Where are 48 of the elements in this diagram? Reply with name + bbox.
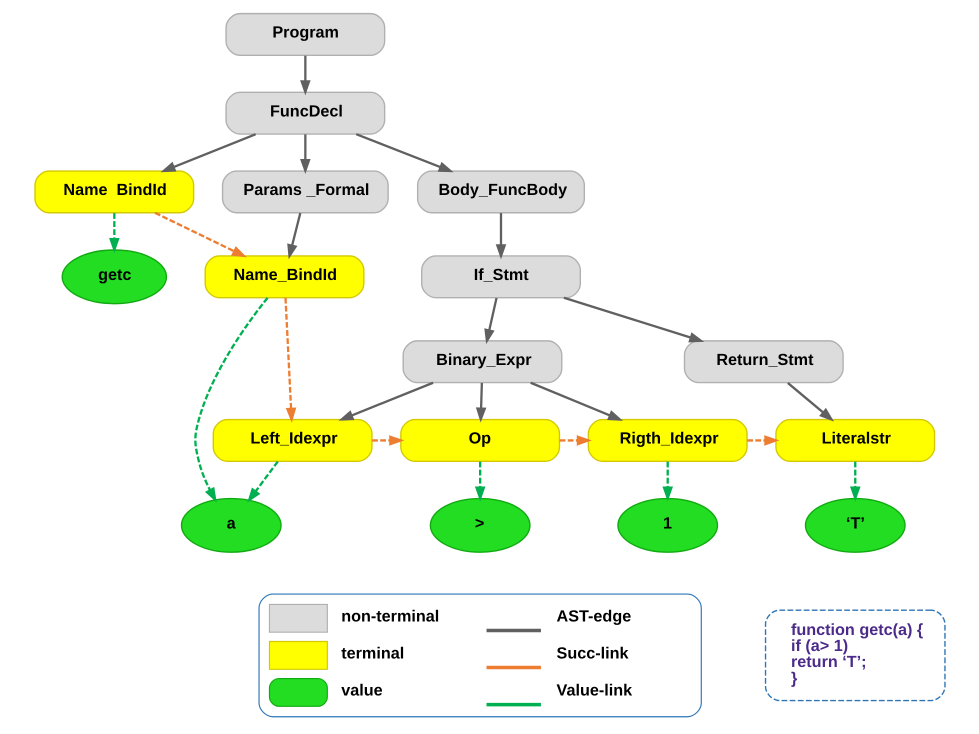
node-box: If_Stmt xyxy=(420,254,580,298)
arrow xyxy=(786,382,834,422)
node-box: Op xyxy=(400,418,560,462)
arrow xyxy=(154,211,246,257)
arrow xyxy=(475,382,486,422)
arrow xyxy=(530,381,622,420)
arrow xyxy=(662,461,672,502)
legend-label: AST-edge xyxy=(556,606,631,625)
node-ellipse: > xyxy=(429,497,530,552)
node-box: Left_Idexpr xyxy=(212,418,372,462)
legend-label: non-terminal xyxy=(340,606,439,625)
node-ellipse: getc xyxy=(61,248,167,304)
legend-label: Succ-link xyxy=(556,644,628,662)
legend-label: value xyxy=(340,681,382,700)
node-ellipse: ‘T’ xyxy=(804,497,906,552)
arrow xyxy=(194,296,268,502)
arrow xyxy=(746,434,779,446)
arrow xyxy=(286,212,301,259)
arrow xyxy=(284,297,296,422)
node-box: function getc(a) { if (a> 1) return ‘T’; } xyxy=(764,609,946,701)
node-box: Binary_Expr xyxy=(402,340,562,383)
arrow xyxy=(849,461,860,502)
arrow xyxy=(246,460,278,502)
legend-label: terminal xyxy=(340,644,404,662)
arrow xyxy=(484,297,498,344)
node-box: Rigth_Idexpr xyxy=(587,418,748,462)
node-box: Program xyxy=(224,12,385,56)
node-ellipse: 1 xyxy=(616,497,718,552)
arrow xyxy=(372,434,404,446)
legend-label: Value-link xyxy=(556,681,632,700)
node-ellipse: a xyxy=(180,497,282,552)
arrow xyxy=(160,132,256,172)
arrow xyxy=(300,134,310,174)
arrow xyxy=(338,381,434,420)
node-box: Return_Stmt xyxy=(683,340,844,383)
node-box: Name BindId xyxy=(34,170,194,213)
arrow xyxy=(559,434,592,446)
arrow xyxy=(495,212,506,259)
arrow xyxy=(300,55,310,95)
arrow xyxy=(355,132,454,172)
arrow xyxy=(563,296,704,342)
node-box: Literalstr xyxy=(774,418,935,462)
node-box: FuncDecl xyxy=(224,91,385,134)
node-box: Body_FuncBody xyxy=(416,170,585,213)
node-box: Name_BindId xyxy=(204,254,364,298)
arrow xyxy=(474,461,485,502)
arrow xyxy=(108,212,120,253)
node-box: Params _Formal xyxy=(221,170,388,213)
